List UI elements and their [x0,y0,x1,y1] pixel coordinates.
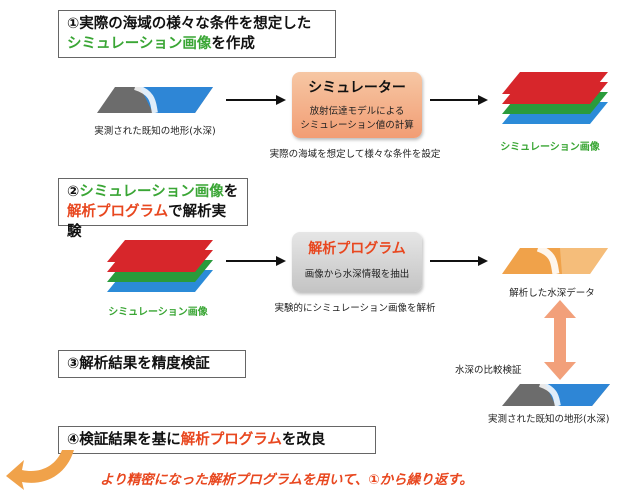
step1-line1: ①実際の海域の様々な条件を想定した [67,16,312,32]
arrow-to-depth-data [430,260,480,262]
simulator-desc1: 放射伝達モデルによる [309,106,405,117]
analysis-title: 解析プログラム [308,241,406,257]
simulator-title: シミュレーター [308,80,406,96]
step2-line2: 解析プログラムで解析実験 [67,204,227,240]
step1-line2: シミュレーション画像を作成 [67,36,255,52]
depth-data-label: 解析した水深データ [509,288,595,299]
known-terrain-slab-bottom [502,382,610,407]
sim-image-stack-top [502,72,608,124]
depth-data-slab [502,246,608,275]
sim-image-stack-left [107,240,213,292]
arrow-head-icon [478,256,488,266]
step2-box: ②シミュレーション画像を 解析プログラムで解析実験 [58,178,248,240]
analysis-box: 解析プログラム 画像から水深情報を抽出 [292,232,422,292]
simulator-desc2: シミュレーション値の計算 [300,120,414,131]
step4-box: ④検証結果を基に解析プログラムを改良 [58,426,376,454]
arrow-to-sim-images [430,99,480,101]
arrow-to-simulator [226,99,278,101]
sim-image-label-top: シミュレーション画像 [500,142,600,153]
known-terrain-label-bottom: 実測された既知の地形(水深) [488,414,610,425]
sim-image-label-left: シミュレーション画像 [108,307,208,318]
step3-text: ③解析結果を精度検証 [67,356,210,372]
compare-label: 水深の比較検証 [455,365,522,376]
step3-box: ③解析結果を精度検証 [58,350,246,378]
known-terrain-label: 実測された既知の地形(水深) [94,126,216,137]
analysis-caption: 実験的にシミュレーション画像を解析 [274,303,436,314]
simulator-box: シミュレーター 放射伝達モデルによる シミュレーション値の計算 [292,72,422,138]
arrow-head-icon [276,95,286,105]
step1-box: ①実際の海域の様々な条件を想定した シミュレーション画像を作成 [58,10,336,58]
step2-line1: ②シミュレーション画像を [67,184,239,200]
analysis-desc: 画像から水深情報を抽出 [304,269,410,280]
arrow-to-analysis [226,260,278,262]
arrow-head-icon [276,256,286,266]
footer-text: より精密になった解析プログラムを用いて、①から繰り返す。 [100,472,473,488]
compare-double-arrow [544,300,576,380]
arrow-head-icon [478,95,488,105]
simulator-caption: 実際の海域を想定して様々な条件を設定 [269,149,441,160]
loop-back-arrow-icon [6,450,74,490]
known-terrain-slab [97,85,213,114]
